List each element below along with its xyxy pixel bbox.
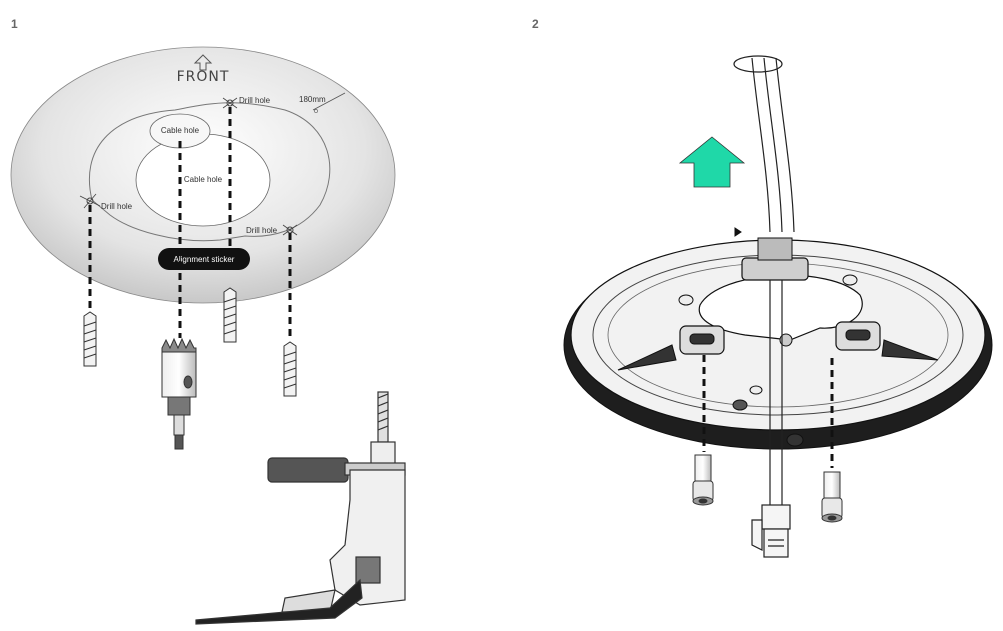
dimension-indicator <box>312 92 346 113</box>
drill-hole-label-right: Drill hole <box>246 226 278 235</box>
step-number-2: 2 <box>532 17 539 31</box>
mounting-bracket <box>563 227 993 450</box>
mounting-template <box>10 46 396 304</box>
cable-hole-label-center: Cable hole <box>184 175 223 184</box>
guide-lines-step1 <box>88 107 292 338</box>
wall-anchor-icon <box>83 287 297 397</box>
drill-hole-marker-left <box>79 193 101 209</box>
cable-hole-label-top: Cable hole <box>161 126 200 135</box>
ceiling-cable <box>733 55 795 233</box>
screw-icon <box>692 454 843 523</box>
drill-hole-marker-top <box>222 97 238 109</box>
front-label: FRONT <box>177 69 230 85</box>
alignment-sticker-label: Alignment sticker <box>174 255 235 264</box>
ethernet-connector-icon <box>751 504 791 558</box>
drill-hole-label-left: Drill hole <box>101 202 133 211</box>
guide-lines-step2 <box>702 355 834 468</box>
up-arrow-icon <box>678 136 746 188</box>
drill-icon <box>195 391 406 625</box>
drill-hole-label-top: Drill hole <box>239 96 271 105</box>
network-cable <box>769 280 783 505</box>
step-number-1: 1 <box>11 17 18 31</box>
hole-saw-icon <box>161 337 197 450</box>
dimension-label: 180mm <box>299 95 326 104</box>
front-arrow-icon <box>193 54 213 71</box>
